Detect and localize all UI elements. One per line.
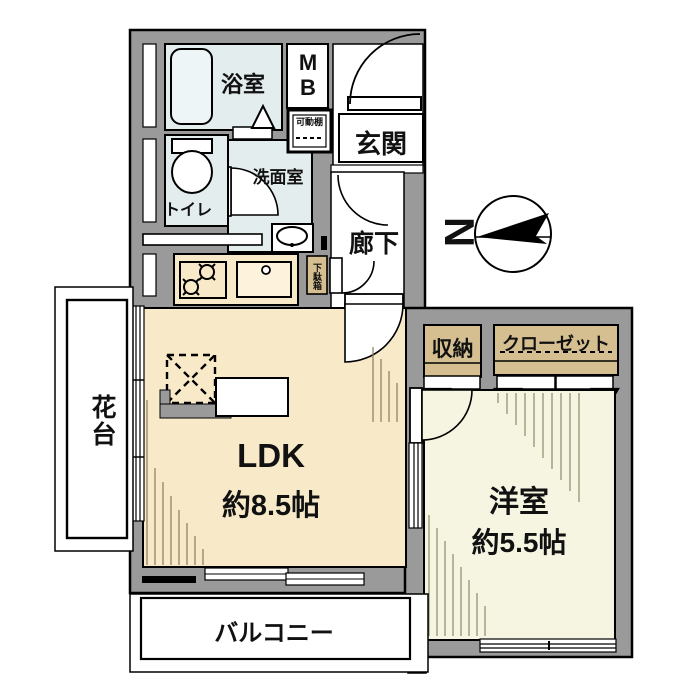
toilet-bowl (171, 150, 213, 194)
compass-north-arrow-icon (477, 213, 549, 244)
stove-burner-icon (182, 278, 200, 296)
kitchen-shelf-bar (142, 233, 263, 246)
wall-vent-bar (142, 576, 196, 583)
hallway-small-door-arc (341, 260, 375, 294)
shoe-box (306, 255, 328, 295)
bathtub (170, 48, 213, 125)
bathroom-label: 浴室 (220, 72, 265, 97)
washroom-door-swing (230, 167, 279, 216)
movable-shelf-inner (292, 114, 327, 148)
bedroom-topright-hatch-lines (497, 393, 580, 502)
closet-door-panel (555, 375, 614, 390)
washbasin-drain (290, 243, 294, 247)
bedroom-door-leaf (409, 387, 423, 444)
entrance-label-box (338, 113, 424, 163)
entrance-door-swing-arc (349, 33, 421, 105)
movable-shelf-label: 可動棚 (295, 117, 323, 127)
wall-slot-window (142, 43, 157, 128)
storage-door-panel (423, 375, 481, 390)
balcony-label: バルコニー (214, 620, 334, 647)
ldk-counter-box (215, 377, 289, 417)
bathroom-folding-door-marker (250, 103, 276, 129)
bedroom-label: 洋室 (489, 486, 549, 519)
washbasin-bowl (276, 226, 308, 246)
meter-box (286, 43, 329, 109)
kitchen-faucet-icon (261, 265, 271, 275)
flower-stand-label: 花台 (88, 394, 116, 448)
meter-box-line1: M (298, 50, 318, 75)
ldk-right-hatch-lines (372, 347, 398, 422)
bedroom-bottom-window (479, 638, 617, 653)
ldk-size-label: 約8.5帖 (221, 490, 321, 522)
balcony-inner (139, 596, 412, 661)
shoe-box-label: 下駄箱 (312, 262, 322, 290)
washroom-label: 洗面室 (252, 168, 304, 187)
wall-slot-window (142, 253, 157, 297)
closet-label: クローゼット (502, 334, 610, 354)
bedroom-size-label: 約5.5帖 (471, 527, 567, 558)
bedroom-bottomleft-hatch-lines (428, 515, 486, 636)
bedroom-door-swing (421, 389, 473, 441)
meter-box-line2: B (300, 75, 316, 101)
compass (474, 195, 552, 273)
compass-north-label: N (436, 216, 483, 248)
closet-box (493, 324, 619, 376)
stove-burner-icon (198, 263, 216, 281)
closet-door-panel (496, 375, 556, 390)
bedroom-floor (423, 389, 616, 641)
entrance-label: 玄関 (354, 129, 407, 159)
hallway-upper-door-arc (337, 174, 389, 226)
hallway-wall-tick (321, 236, 327, 250)
ldk-left-hatch-lines (146, 400, 204, 565)
hallway-small-door-leaf (329, 257, 343, 294)
wall-slot-window (142, 138, 157, 223)
ldk-label: LDK (237, 437, 305, 474)
ldk-door-swing (344, 303, 404, 363)
flower-stand-inner (65, 298, 129, 540)
bedroom-left-window (408, 442, 423, 529)
toilet-label: トイレ (163, 202, 212, 219)
storage-label: 収納 (431, 338, 474, 361)
meter-box-label: M B (288, 50, 328, 101)
entrance-door-leaf (347, 96, 422, 111)
hallway-label: 廊下 (348, 230, 399, 258)
ldk-left-window (130, 305, 145, 522)
